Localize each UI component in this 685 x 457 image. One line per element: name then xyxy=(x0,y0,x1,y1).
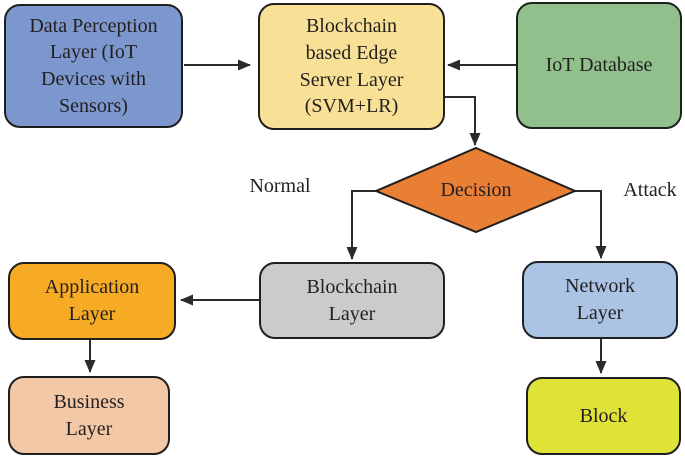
arrow-decision-to-network-layer xyxy=(573,190,607,259)
node-blockchain-layer: Blockchain Layer xyxy=(259,262,445,339)
node-application-layer: Application Layer xyxy=(8,262,176,340)
node-label: Blockchain based Edge Server Layer (SVM+… xyxy=(299,15,404,118)
node-edge-server-layer: Blockchain based Edge Server Layer (SVM+… xyxy=(258,3,445,130)
node-iot-database: IoT Database xyxy=(516,2,682,129)
node-block: Block xyxy=(526,377,681,455)
node-label: Business Layer xyxy=(53,390,125,440)
node-label: Blockchain Layer xyxy=(306,275,398,325)
node-label: Network Layer xyxy=(565,275,635,324)
node-label: IoT Database xyxy=(545,54,653,77)
edge-label-attack: Attack xyxy=(623,179,677,201)
decision-diamond xyxy=(373,146,578,234)
node-label: Block xyxy=(579,404,628,427)
decision-label: Decision xyxy=(440,179,512,201)
edge-label-normal: Normal xyxy=(249,175,311,197)
arrow-edge-server-to-decision xyxy=(445,96,481,146)
node-data-perception-layer: Data Perception Layer (IoT Devices with … xyxy=(4,4,183,128)
node-business-layer: Business Layer xyxy=(8,376,170,455)
node-label: Application Layer xyxy=(44,276,140,325)
node-label: Data Perception Layer (IoT Devices with … xyxy=(29,14,158,117)
arrow-decision-to-blockchain-layer xyxy=(346,190,377,260)
node-network-layer: Network Layer xyxy=(522,261,678,339)
